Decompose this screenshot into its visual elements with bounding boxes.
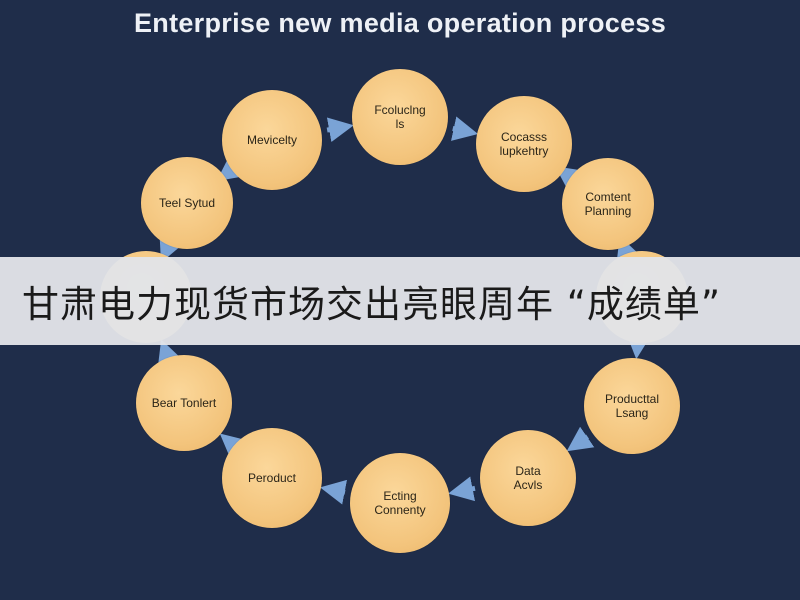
process-step-node: Producttal Lsang <box>584 358 680 454</box>
flow-arrow <box>159 234 183 263</box>
process-step-node: Mevicelty <box>222 90 322 190</box>
process-step-node: Teel Sytud <box>141 157 233 249</box>
flow-arrow <box>320 479 348 505</box>
flow-arrow <box>450 116 479 141</box>
banner-headline: 甘肃电力现货市场交出亮眼周年 “成绩单” <box>22 283 722 326</box>
process-step-node: Bear Tonlert <box>136 355 232 451</box>
flow-arrow <box>219 433 247 460</box>
flow-arrow <box>566 426 595 452</box>
process-step-node: Fcoluclng ls <box>352 69 448 165</box>
flow-arrow <box>326 117 354 143</box>
process-step-node: Data Acvls <box>480 430 576 526</box>
process-step-node: Cocasss lupkehtry <box>476 96 572 192</box>
flow-arrow <box>216 156 245 182</box>
diagram-title: Enterprise new media operation process <box>133 8 667 38</box>
process-step-node: Ecting Connenty <box>350 453 450 553</box>
flow-arrow <box>448 476 476 502</box>
process-step-node: Peroduct <box>222 428 322 528</box>
news-banner: 甘肃电力现货市场交出亮眼周年 “成绩单” <box>0 257 800 345</box>
process-step-node: Comtent Planning <box>562 158 654 250</box>
flow-arrow <box>157 339 182 368</box>
flow-arrow <box>555 166 583 191</box>
